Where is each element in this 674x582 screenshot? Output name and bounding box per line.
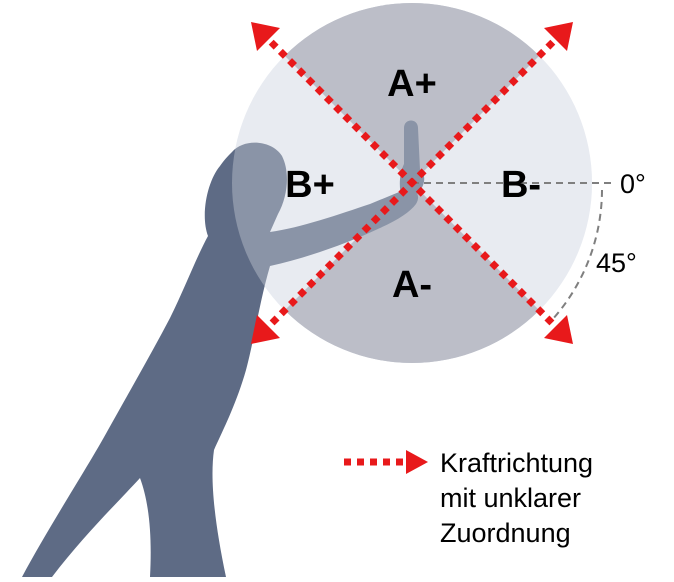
arrow-line-diagonal-2 [259, 30, 565, 336]
legend-text-line-1: Kraftrichtung [440, 448, 593, 478]
arrowhead-bottom-left [251, 315, 280, 344]
legend: Kraftrichtung mit unklarer Zuordnung [344, 448, 593, 548]
legend-text-line-2: mit unklarer [440, 483, 581, 513]
angle-label-zero: 0° [620, 169, 646, 199]
legend-arrowhead-icon [406, 450, 428, 474]
person-silhouette [22, 120, 425, 577]
angle-arc [551, 189, 603, 321]
label-bottom: A- [392, 264, 432, 306]
arrowhead-top-left [251, 22, 280, 51]
arrowhead-top-right [544, 22, 573, 51]
arrowhead-bottom-right [544, 315, 573, 344]
quadrant-labels: A+ B+ B- A- [285, 63, 541, 306]
angle-guides [412, 182, 612, 321]
legend-text-line-3: Zuordnung [440, 518, 571, 548]
force-arrows [251, 22, 573, 344]
label-right: B- [501, 164, 541, 206]
label-left: B+ [285, 164, 335, 206]
person-raised-hand [399, 120, 425, 198]
person-body [22, 142, 419, 577]
label-top: A+ [387, 63, 437, 105]
angle-label-diagonal: 45° [596, 248, 637, 278]
